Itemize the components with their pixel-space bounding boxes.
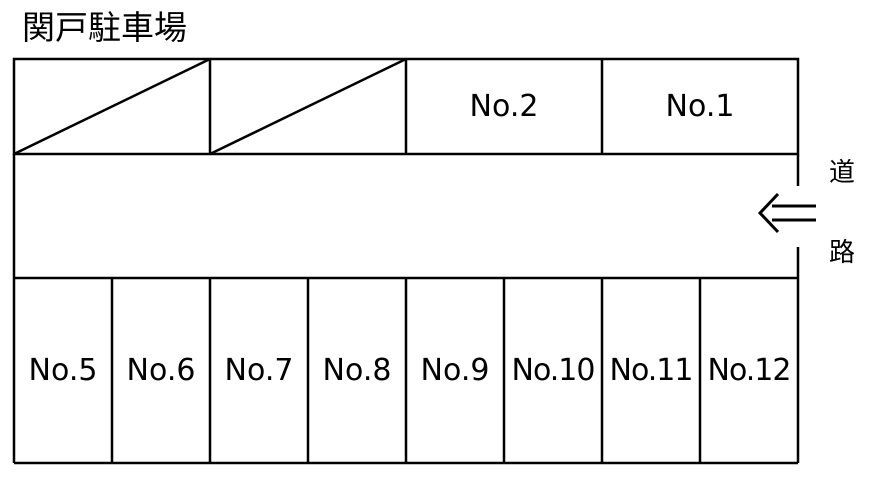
road-label-top: 道 — [829, 158, 856, 188]
parking-space-no9: No.9 — [420, 353, 490, 388]
parking-space-no2: No.2 — [469, 89, 539, 124]
road-label-bottom: 路 — [829, 238, 856, 268]
unavailable-slot-diagonal — [209, 57, 407, 156]
parking-space-no7: No.7 — [224, 353, 294, 388]
parking-space-no10: No.10 — [511, 353, 596, 388]
page-title: 関戸駐車場 — [22, 8, 187, 47]
parking-space-no6: No.6 — [126, 353, 196, 388]
unavailable-slot-diagonal — [13, 57, 211, 156]
parking-space-no5: No.5 — [28, 353, 98, 388]
parking-space-no8: No.8 — [322, 353, 392, 388]
parking-space-no1: No.1 — [665, 89, 735, 124]
parking-space-no12: No.12 — [707, 353, 792, 388]
double-left-arrow-icon — [757, 192, 816, 234]
parking-space-no11: No.11 — [609, 353, 694, 388]
